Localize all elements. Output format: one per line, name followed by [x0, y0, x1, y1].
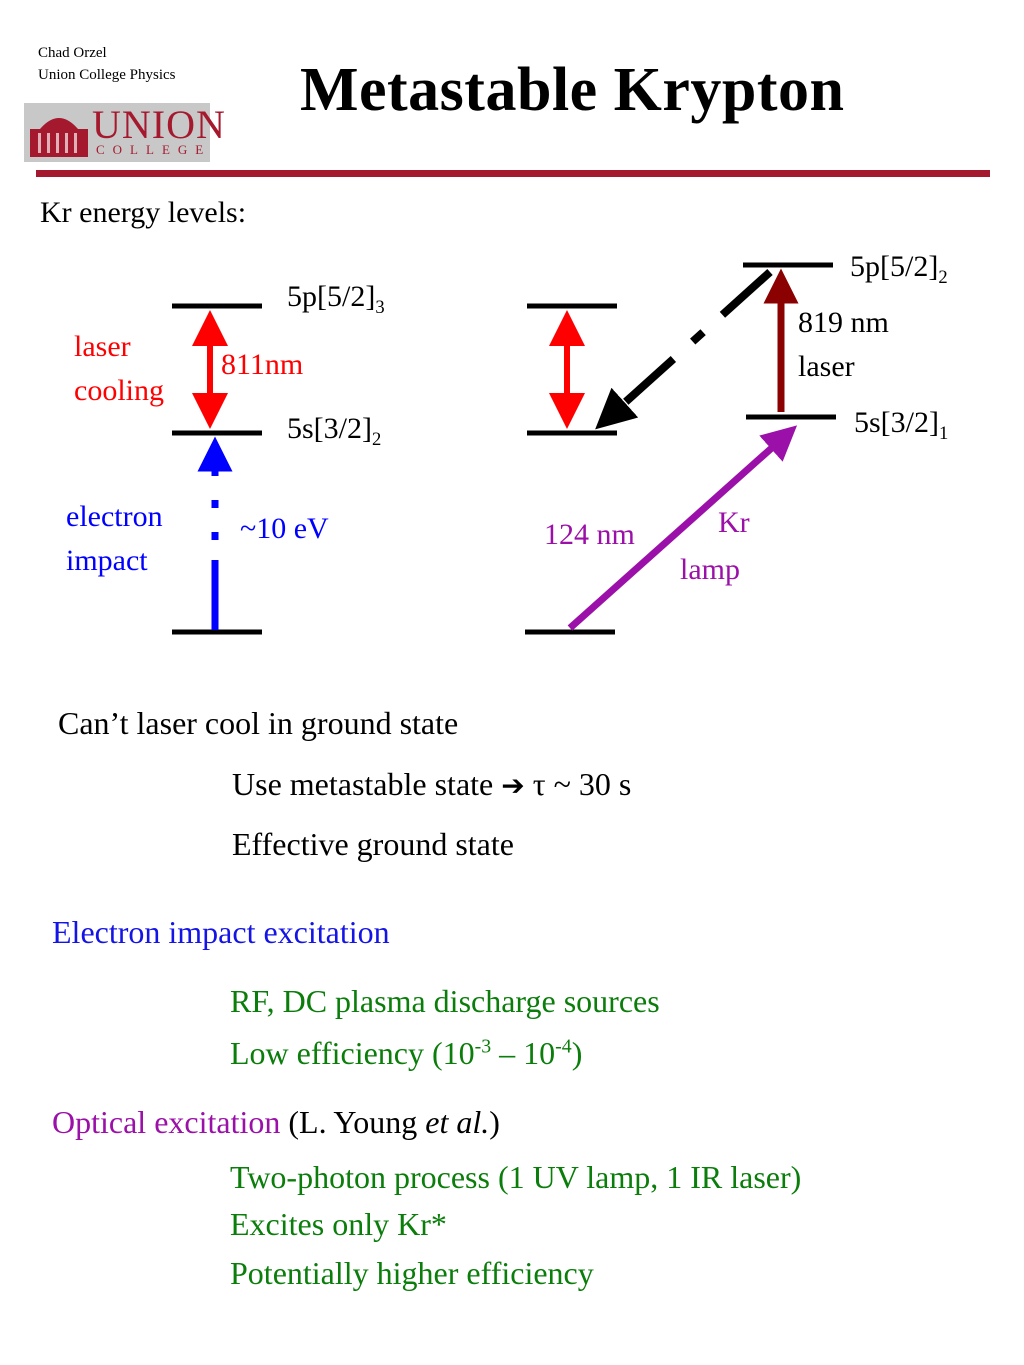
kr-lamp-label-line1: Kr — [718, 506, 750, 539]
impact-energy-label: ~10 eV — [240, 512, 329, 545]
author-name: Chad Orzel — [38, 45, 107, 61]
section2-item-efficiency: Potentially higher efficiency — [230, 1255, 594, 1291]
cooling-wavelength-label: 811nm — [221, 348, 304, 381]
kr-lamp-label-line2: lamp — [680, 553, 740, 586]
laser-819nm-label-line2: laser — [798, 350, 855, 383]
union-college-logo: UNION COLLEGE — [24, 103, 225, 162]
body-line-metastable: Use metastable state ➔ τ ~ 30 s — [232, 766, 632, 802]
section1-item-efficiency: Low efficiency (10-3 – 10-4) — [230, 1035, 583, 1071]
section-electron-impact-heading: Electron impact excitation — [52, 914, 390, 950]
section-optical-heading: Optical excitation (L. Young et al.) — [52, 1104, 500, 1140]
diagram-heading: Kr energy levels: — [40, 196, 247, 229]
uv-wavelength-label: 124 nm — [544, 518, 635, 551]
left-middle-level-label: 5s[3/2]2 — [287, 412, 382, 450]
right-lower-level-label: 5s[3/2]1 — [854, 406, 949, 444]
title-divider — [36, 170, 990, 177]
college-building-icon — [30, 118, 88, 157]
right-upper-level-label: 5p[5/2]2 — [850, 250, 948, 288]
right-124nm-arrow — [567, 425, 798, 631]
electron-impact-label-line2: impact — [66, 544, 148, 577]
right-decay-arrow — [595, 269, 773, 430]
slide-title: Metastable Krypton — [300, 56, 845, 124]
laser-819nm-label-line1: 819 nm — [798, 306, 889, 339]
energy-level-diagram — [172, 262, 836, 635]
section2-item-two-photon: Two-photon process (1 UV lamp, 1 IR lase… — [230, 1159, 802, 1195]
body-line-effective: Effective ground state — [232, 826, 514, 862]
left-upper-level-label: 5p[5/2]3 — [287, 280, 385, 318]
laser-cooling-label-line2: cooling — [74, 374, 164, 407]
author-affiliation: Union College Physics — [38, 67, 176, 83]
logo-wordmark: UNION — [92, 102, 226, 147]
laser-cooling-label-line1: laser — [74, 330, 131, 363]
section2-item-excites: Excites only Kr* — [230, 1206, 447, 1242]
right-arrow-icon: ➔ — [501, 769, 525, 802]
body-line-ground-state: Can’t laser cool in ground state — [58, 705, 459, 741]
section1-item-sources: RF, DC plasma discharge sources — [230, 983, 660, 1019]
logo-subtitle: COLLEGE — [96, 142, 212, 157]
electron-impact-label-line1: electron — [66, 500, 163, 533]
